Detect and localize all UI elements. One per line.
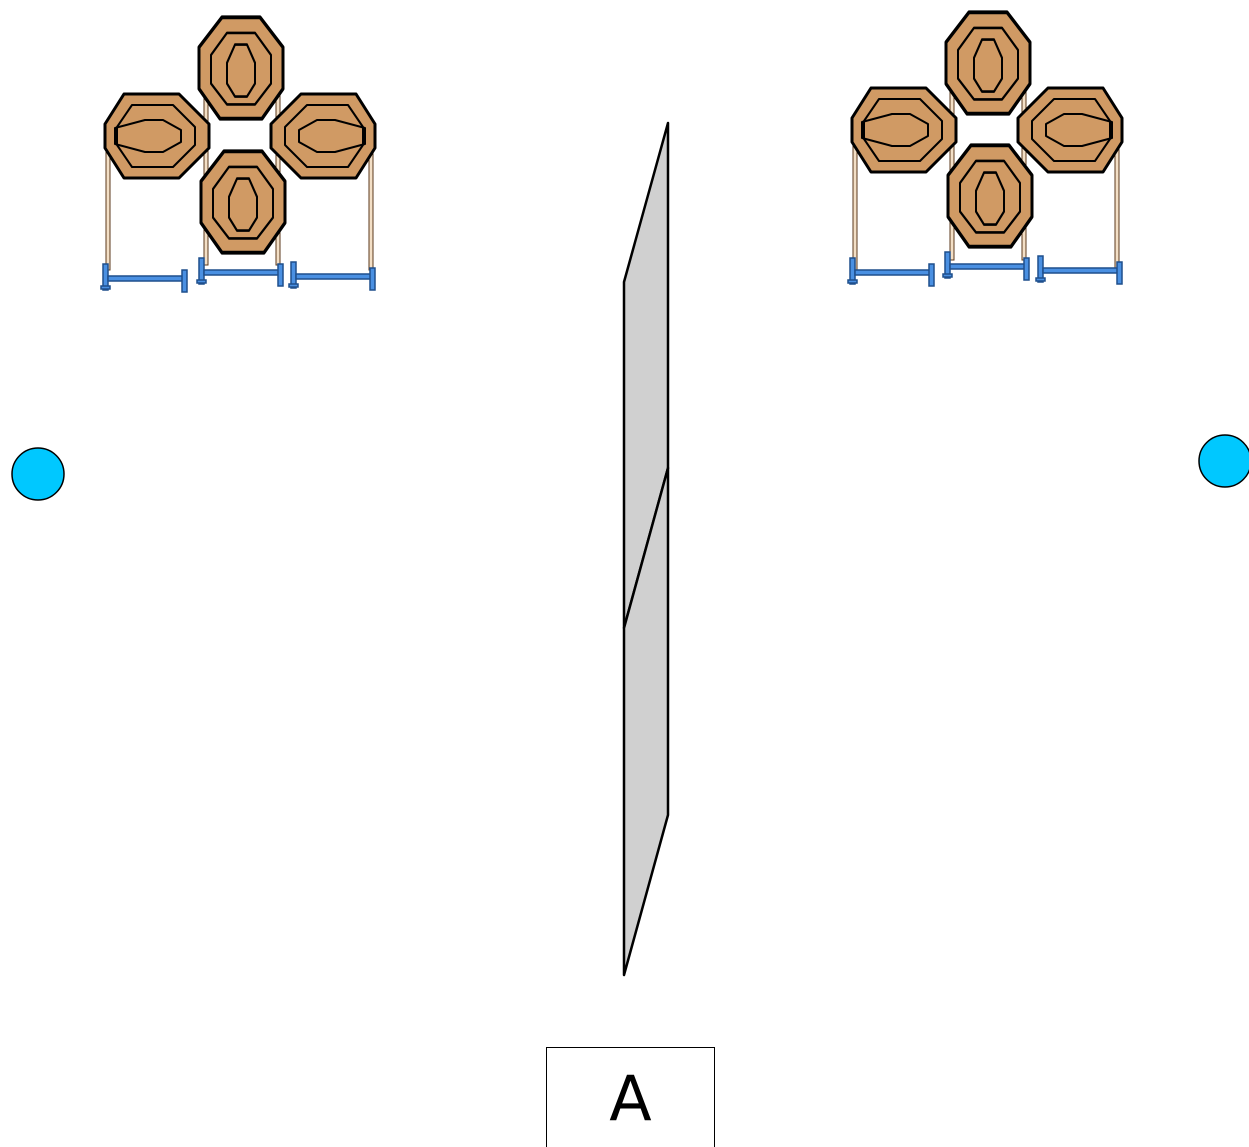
center-barrier (622, 121, 670, 977)
shooting-position-right (1198, 434, 1249, 488)
stand-base-1 (100, 263, 188, 293)
stand-base-5 (942, 251, 1030, 281)
stand-base-4 (847, 257, 935, 287)
target-right (269, 92, 377, 180)
stand-base-2 (196, 257, 284, 287)
target-top (944, 10, 1032, 116)
target-left (103, 92, 211, 180)
shooting-position-left (11, 447, 65, 501)
target-array-right (847, 10, 1124, 287)
target-left (850, 86, 958, 174)
target-array-left (100, 15, 377, 293)
target-right (1016, 86, 1124, 174)
stand-base-6 (1035, 255, 1123, 285)
stage-label: A (609, 1062, 652, 1135)
target-bottom (199, 149, 287, 255)
barrier-panel-lower (622, 466, 670, 977)
target-top (197, 15, 285, 121)
target-bottom (946, 143, 1034, 249)
stage-label-box: A (546, 1047, 715, 1147)
stand-base-3 (288, 261, 376, 291)
